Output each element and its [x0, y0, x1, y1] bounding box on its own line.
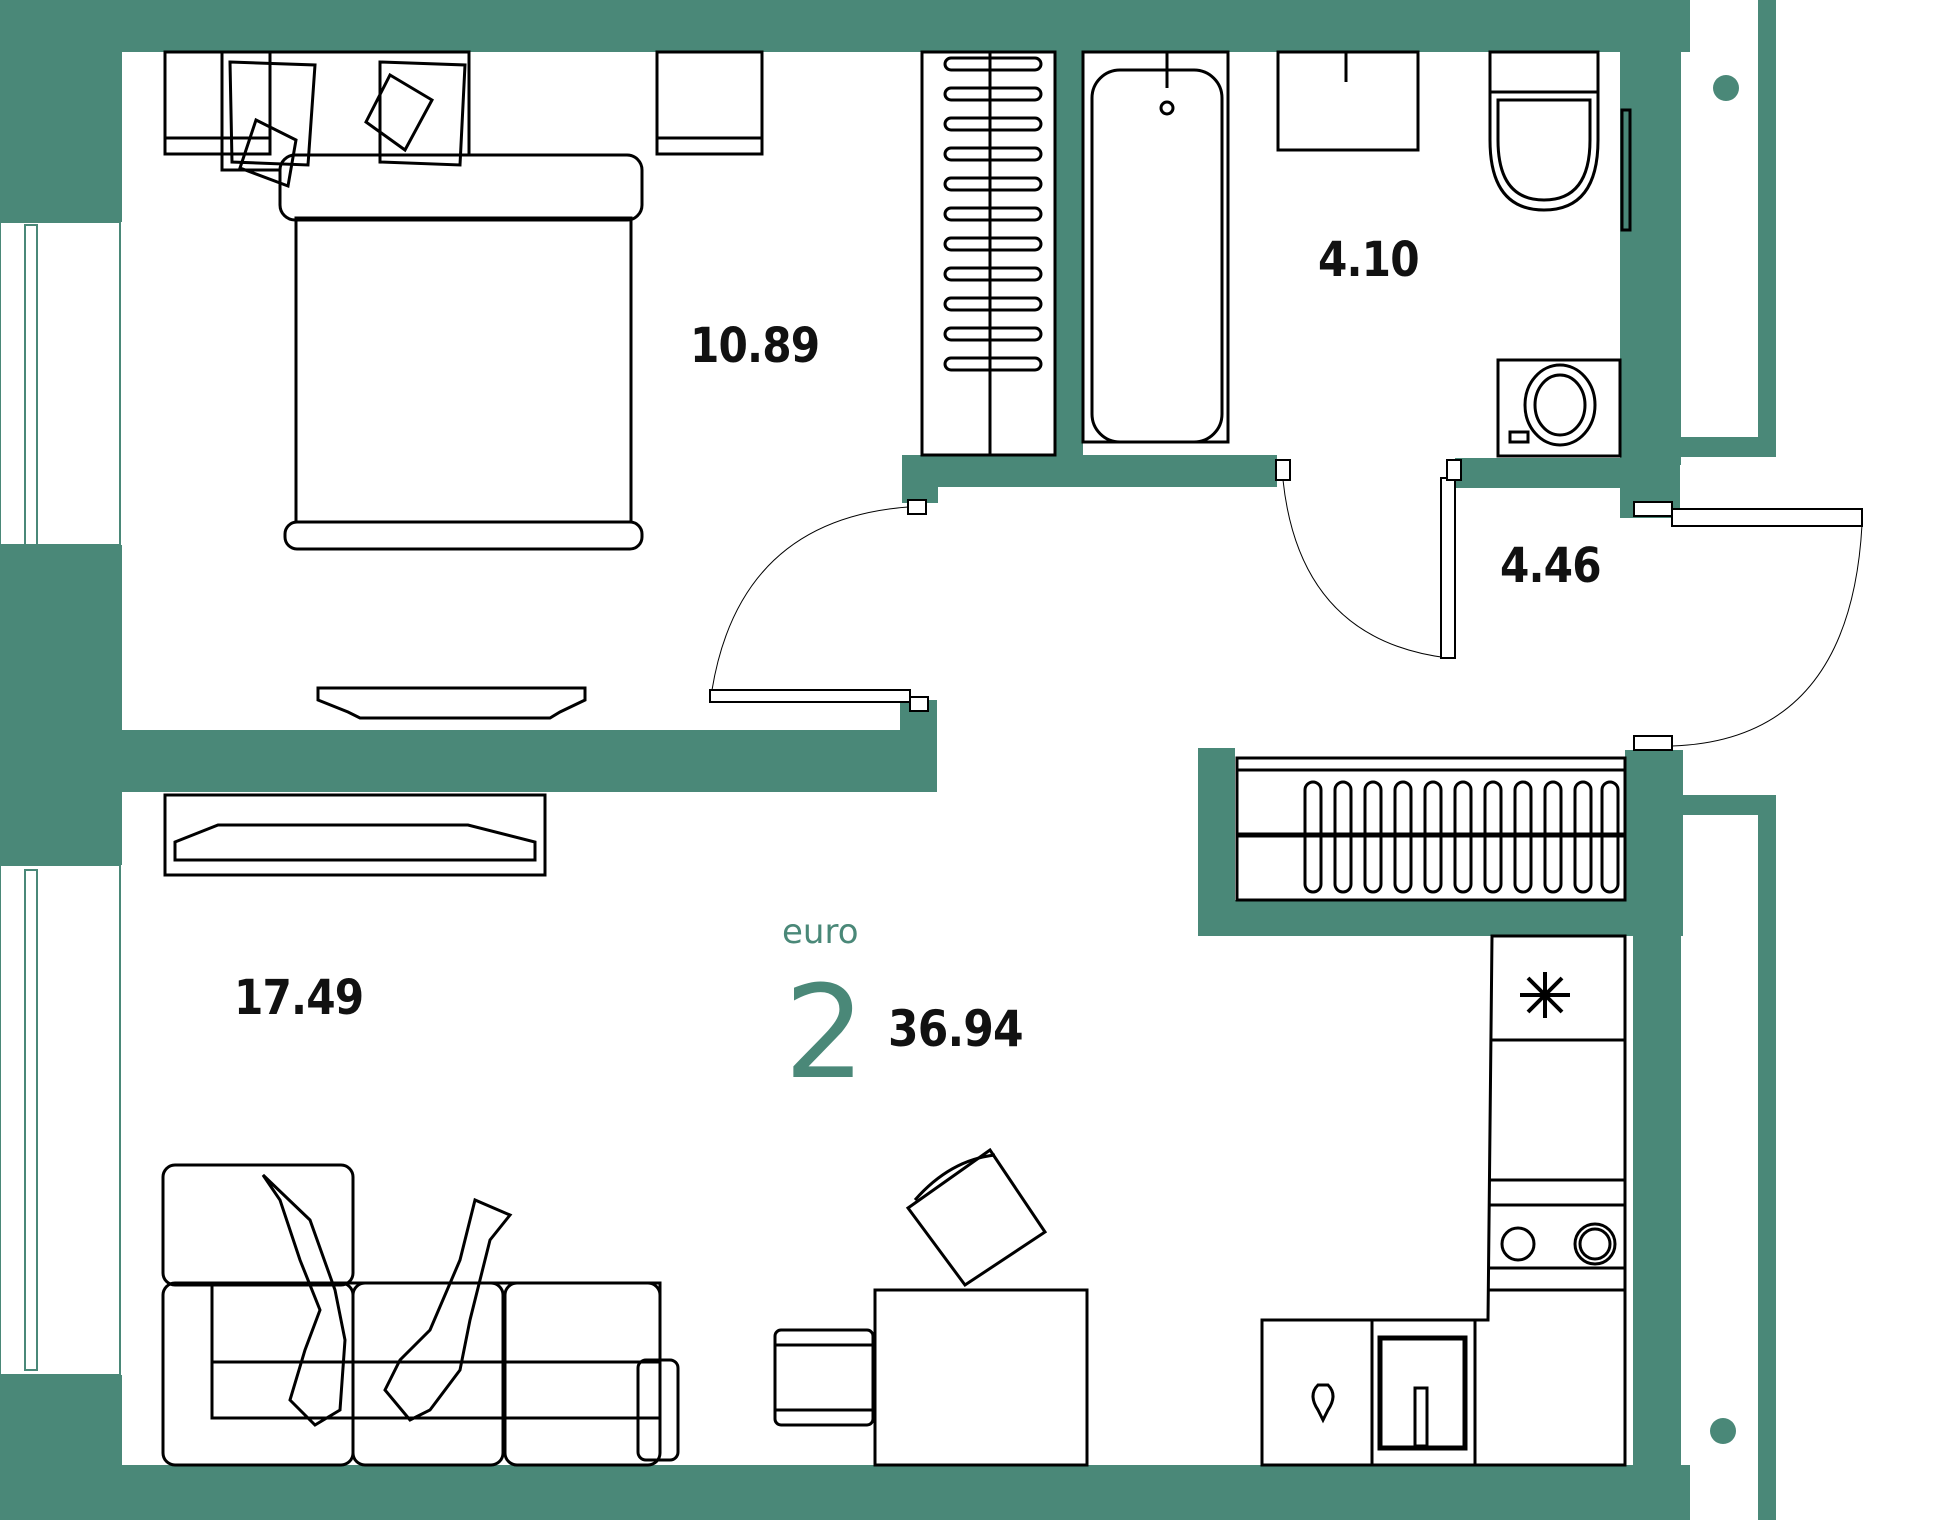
furniture — [161, 50, 1632, 1467]
room-area-living: 17.49 — [234, 970, 364, 1026]
hanger-coil-icon — [1303, 780, 1620, 894]
snowflake-icon — [1520, 972, 1570, 1018]
towel-rail-icon — [943, 56, 1043, 372]
person-icon — [383, 1197, 513, 1422]
room-count: 2 — [784, 959, 866, 1108]
room-area-hallway: 4.46 — [1500, 538, 1602, 594]
room-area-bathroom: 4.10 — [1318, 232, 1420, 288]
walls — [0, 0, 1776, 1520]
person-icon — [261, 1173, 347, 1427]
burner-icon — [1500, 1226, 1536, 1262]
water-drop-icon — [1311, 1383, 1335, 1424]
burner-icon — [1573, 1222, 1617, 1266]
total-area: 36.94 — [888, 1000, 1024, 1058]
doors — [709, 459, 1863, 751]
windows — [0, 75, 1739, 1444]
format-label: euro — [782, 912, 859, 952]
room-area-bedroom: 10.89 — [690, 318, 820, 374]
